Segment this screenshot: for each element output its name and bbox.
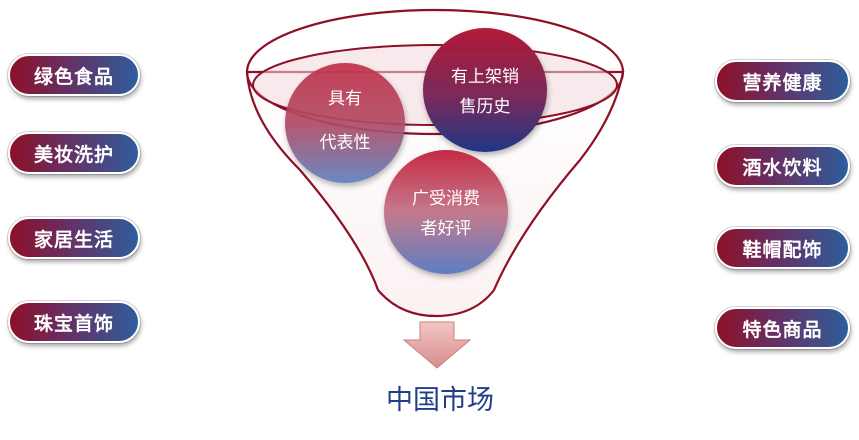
category-label: 鞋帽配饰 [742,238,823,261]
category-pill-jewelry: 珠宝首饰 [8,301,140,343]
category-label: 家居生活 [33,228,114,251]
bubble-history-line2: 售历史 [459,97,511,117]
bubble-representative [285,63,405,183]
category-pill-specialty-goods: 特色商品 [715,307,850,349]
bubble-representative-line1: 具有 [328,89,362,109]
category-pill-shoes-accessories: 鞋帽配饰 [715,227,850,269]
category-label: 酒水饮料 [742,156,823,179]
down-arrow-icon [402,321,472,369]
category-pill-home-living: 家居生活 [8,217,140,259]
bubble-reviews [384,150,508,274]
bubble-reviews-label: 广受消费 者好评 [400,184,492,244]
bubble-reviews-line1: 广受消费 [412,189,480,209]
category-pill-nutrition-health: 营养健康 [715,60,850,102]
bubble-representative-label: 具有 代表性 [300,84,390,158]
bubble-reviews-line2: 者好评 [420,219,472,239]
category-pill-green-food: 绿色食品 [8,54,140,96]
category-pill-beauty-care: 美妆洗护 [8,132,140,174]
bubble-history-line1: 有上架销 [451,67,519,87]
bubble-representative-line2: 代表性 [319,133,371,153]
category-pill-beverages: 酒水饮料 [715,145,850,187]
category-label: 美妆洗护 [33,143,114,166]
funnel-rim-outer [245,8,625,136]
category-label: 绿色食品 [33,65,114,88]
category-label: 营养健康 [742,71,823,94]
bubble-history [423,28,547,152]
category-label: 特色商品 [742,318,823,341]
target-market-label: 中国市场 [386,385,494,416]
category-label: 珠宝首饰 [33,312,114,335]
bubble-history-label: 有上架销 售历史 [440,62,530,122]
